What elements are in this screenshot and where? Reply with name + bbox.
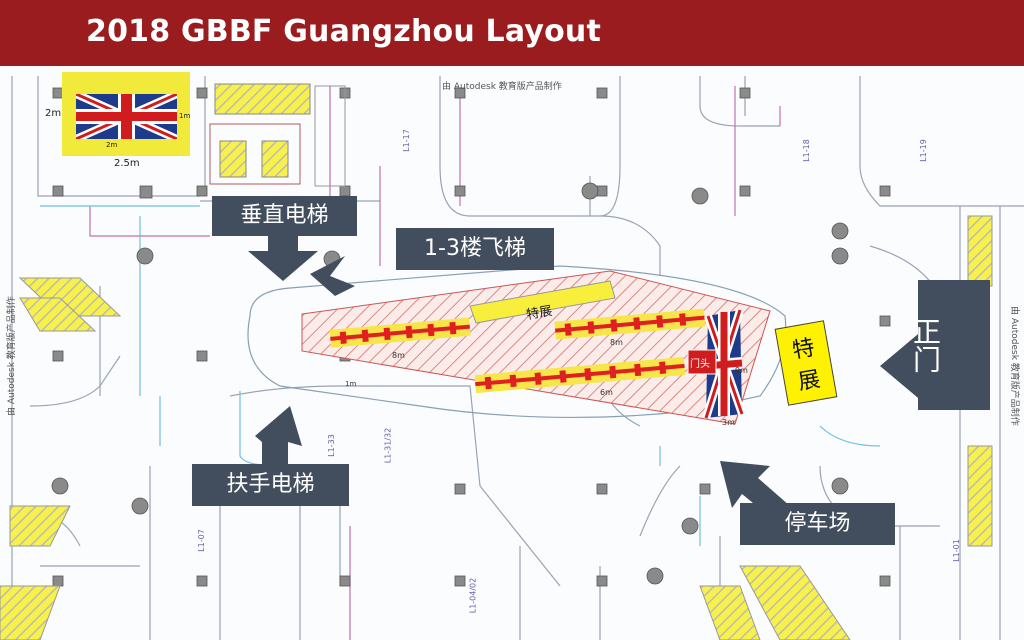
main-gate-label: 正门 xyxy=(909,317,942,373)
arrow-down-icon xyxy=(248,226,318,281)
dimension-label: 9m xyxy=(735,366,748,375)
dimension-label: 8m xyxy=(392,351,405,360)
unit-label: L1-17 xyxy=(401,129,411,152)
watermark-right: 由 Autodesk 教育版产品制作 xyxy=(1009,306,1019,426)
handrail-escalator-callout: 扶手电梯 xyxy=(192,464,349,506)
dimension-label: 3m xyxy=(722,418,735,427)
bottom-escalators xyxy=(699,565,851,640)
watermark-top: 由 Autodesk 教育版产品制作 xyxy=(442,82,562,92)
exhibition-area xyxy=(301,270,771,425)
arrow-up-left-icon xyxy=(255,406,302,466)
unit-label: L1-07 xyxy=(196,529,206,552)
left-escalators xyxy=(0,277,122,640)
special-exhibit-ramp xyxy=(469,280,616,324)
floor-plan-map: 由 Autodesk 教育版产品制作 由 Autodesk 教育版产品制作 由 … xyxy=(0,66,1024,640)
union-jack-legend-icon xyxy=(76,94,177,139)
escalator-1-3-callout: 1-3楼飞梯 xyxy=(396,228,554,270)
legend-inner-width: 2m xyxy=(106,141,118,149)
unit-label: L1-18 xyxy=(801,139,811,162)
unit-label: L1-01 xyxy=(951,539,961,562)
entrance-gate-label: 门头 xyxy=(690,359,710,370)
unit-label: L1-19 xyxy=(918,139,928,162)
header-bar: 2018 GBBF Guangzhou Layout xyxy=(0,0,1024,66)
watermark-left: 由 Autodesk 教育版产品制作 xyxy=(7,296,17,416)
unit-label: L1-31/32 xyxy=(383,427,393,464)
legend-width: 2.5m xyxy=(114,158,140,169)
page-title: 2018 GBBF Guangzhou Layout xyxy=(86,14,602,49)
dimension-label: 6m xyxy=(600,388,613,397)
vertical-elevator-callout: 垂直电梯 xyxy=(212,196,357,236)
unit-label: L1-33 xyxy=(326,434,336,457)
parking-callout: 停车场 xyxy=(740,503,895,545)
dimension-label: 8m xyxy=(610,338,623,347)
dimension-label: 1m xyxy=(345,380,357,388)
legend-inner-height: 1m xyxy=(179,112,191,120)
round-columns xyxy=(51,182,849,585)
right-escalators xyxy=(967,215,993,547)
main-gate-callout: 正门 xyxy=(909,280,990,410)
entrance-gate-box xyxy=(687,349,717,375)
unit-label: L1-04/02 xyxy=(468,577,478,614)
stair-block xyxy=(209,83,346,187)
legend-height: 2m xyxy=(45,108,62,119)
booth-rows xyxy=(329,308,706,394)
special-exhibit-char-2: 展 xyxy=(796,366,823,396)
floor-plan-drawing xyxy=(0,76,1024,640)
booth-size-legend: 2m 1m xyxy=(62,72,190,156)
arrow-diagonal-icon xyxy=(310,256,355,296)
atrium-outline xyxy=(247,265,787,419)
